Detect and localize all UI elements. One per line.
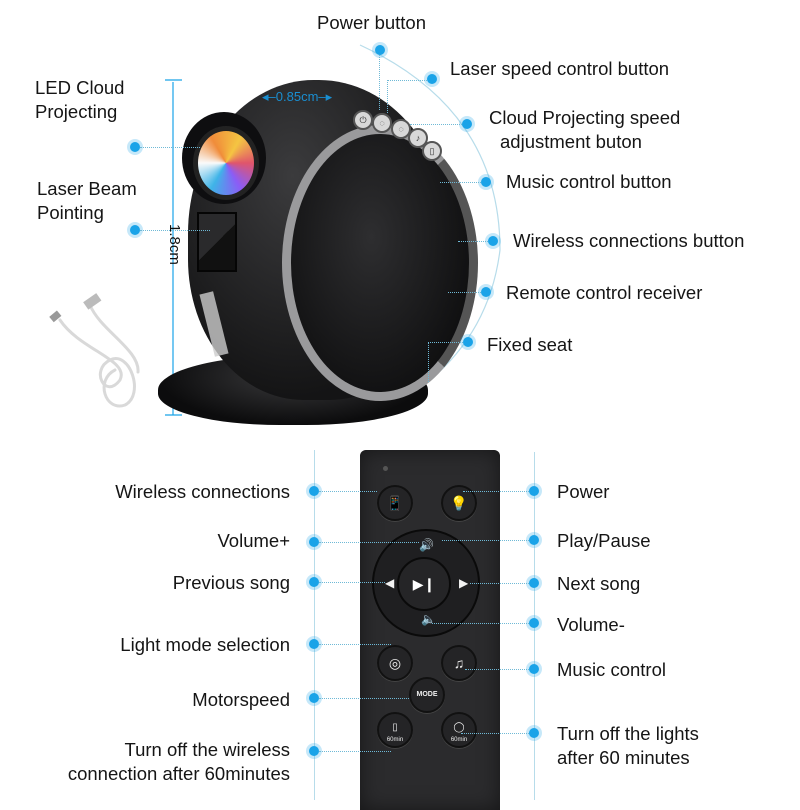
leader-line [387, 80, 388, 113]
leader-line [387, 80, 427, 81]
leader-line [470, 583, 529, 584]
speaker-icon: 🔈 [421, 612, 436, 626]
label-volume-up: Volume+ [217, 530, 290, 551]
callout-dot [427, 74, 437, 84]
remote-music-button[interactable]: ♫ [441, 645, 477, 681]
callout-dot [309, 746, 319, 756]
leader-line [319, 542, 419, 543]
label-motorspeed: Motorspeed [192, 689, 290, 710]
callout-dot [529, 535, 539, 545]
leader-line [458, 241, 488, 242]
next-button[interactable]: ▶ [459, 576, 468, 590]
callout-dot [529, 664, 539, 674]
callout-dot [309, 577, 319, 587]
leader-line [319, 491, 377, 492]
label-fixed-seat: Fixed seat [487, 334, 573, 355]
play-pause-icon: ▶❙ [412, 576, 436, 592]
leader-line [461, 733, 529, 734]
label-next-song: Next song [557, 573, 641, 594]
label-wireless-off-timer: Turn off the wireless connection after 6… [67, 739, 290, 784]
leader-line [442, 540, 529, 541]
callout-dot [481, 287, 491, 297]
laser-window [197, 212, 237, 272]
callout-dot [309, 693, 319, 703]
triangle-left-icon: ◀ [385, 576, 395, 590]
callout-dot [375, 45, 385, 55]
bulb-icon: ◯ [453, 722, 465, 733]
leader-line [140, 147, 200, 148]
leader-line [440, 182, 481, 183]
arrow-left-icon: ◂– [262, 89, 276, 104]
callout-dot [130, 142, 140, 152]
callout-dot [529, 578, 539, 588]
leader-line [428, 342, 429, 382]
label-cloud-speed: Cloud Projecting speed adjustment buton [489, 107, 681, 152]
bulb-icon: 💡 [450, 495, 468, 511]
leader-line [319, 644, 391, 645]
callout-dot [481, 177, 491, 187]
leader-line [448, 292, 481, 293]
previous-button[interactable]: ◀ [385, 576, 394, 590]
music-note-icon: ♫ [453, 655, 465, 671]
leader-line [463, 491, 529, 492]
callout-dot [529, 618, 539, 628]
projector-music-button[interactable]: ♪ [408, 128, 428, 148]
leader-line [465, 669, 529, 670]
projector-laser-speed-button[interactable]: ◌ [372, 113, 392, 133]
leader-line [379, 55, 380, 110]
leader-line [319, 698, 409, 699]
label-previous-song: Previous song [172, 572, 290, 593]
width-dimension: ◂–0.85cm–▸ [262, 89, 333, 104]
label-volume-down: Volume- [557, 614, 625, 635]
remote-light-mode-button[interactable]: ◎ [377, 645, 413, 681]
callout-dot [488, 236, 498, 246]
callout-dot [309, 537, 319, 547]
rotating-light-icon: ◎ [388, 655, 402, 671]
callout-dot [463, 337, 473, 347]
remote-lights-timer-button[interactable]: ◯60min [441, 712, 477, 748]
label-laser-beam: Laser Beam Pointing [37, 178, 137, 223]
label-lights-off-timer: Turn off the lights after 60 minutes [557, 723, 699, 768]
callout-dot [309, 486, 319, 496]
callout-dot [529, 728, 539, 738]
label-music-control: Music control button [506, 171, 672, 192]
callout-dot [130, 225, 140, 235]
remote-mode-button[interactable]: MODE [409, 677, 445, 713]
callout-dot [462, 119, 472, 129]
left-guide-line [314, 450, 315, 800]
callout-dot [529, 486, 539, 496]
label-wireless-button: Wireless connections button [513, 230, 745, 251]
label-play-pause: Play/Pause [557, 530, 651, 551]
leader-line [319, 751, 391, 752]
phone-wireless-icon: 📱 [386, 495, 404, 511]
leader-line [410, 124, 462, 125]
remote-wireless-timer-button[interactable]: ▯60min [377, 712, 413, 748]
leader-line [319, 582, 385, 583]
speaker-loud-icon: 🔊 [419, 538, 434, 552]
callout-dot [309, 639, 319, 649]
label-music-control: Music control [557, 659, 666, 680]
projector-cloud-speed-button[interactable]: ◌ [391, 119, 411, 139]
projector-ring [282, 125, 478, 401]
volume-down-button[interactable]: 🔈 [421, 612, 436, 626]
label-power-button: Power button [317, 12, 427, 33]
play-pause-button[interactable]: ▶❙ [397, 557, 451, 611]
leader-line [428, 342, 463, 343]
label-led-cloud: LED Cloud Projecting [35, 77, 125, 122]
label-laser-speed: Laser speed control button [450, 58, 670, 79]
label-light-mode: Light mode selection [120, 634, 290, 655]
triangle-right-icon: ▶ [459, 576, 469, 590]
volume-up-button[interactable]: 🔊 [419, 538, 434, 552]
phone-wireless-icon: ▯ [392, 722, 398, 733]
remote-wireless-button[interactable]: 📱 [377, 485, 413, 521]
leader-line [432, 623, 529, 624]
label-remote-receiver: Remote control receiver [506, 282, 703, 303]
leader-line [140, 230, 210, 231]
arrow-right-icon: –▸ [318, 89, 333, 104]
ir-sensor [383, 466, 388, 471]
label-wireless-connections: Wireless connections [115, 481, 290, 502]
led-cloud-lens-icon [193, 126, 259, 200]
projector-wireless-button[interactable]: ▯ [422, 141, 442, 161]
label-power: Power [557, 481, 610, 502]
